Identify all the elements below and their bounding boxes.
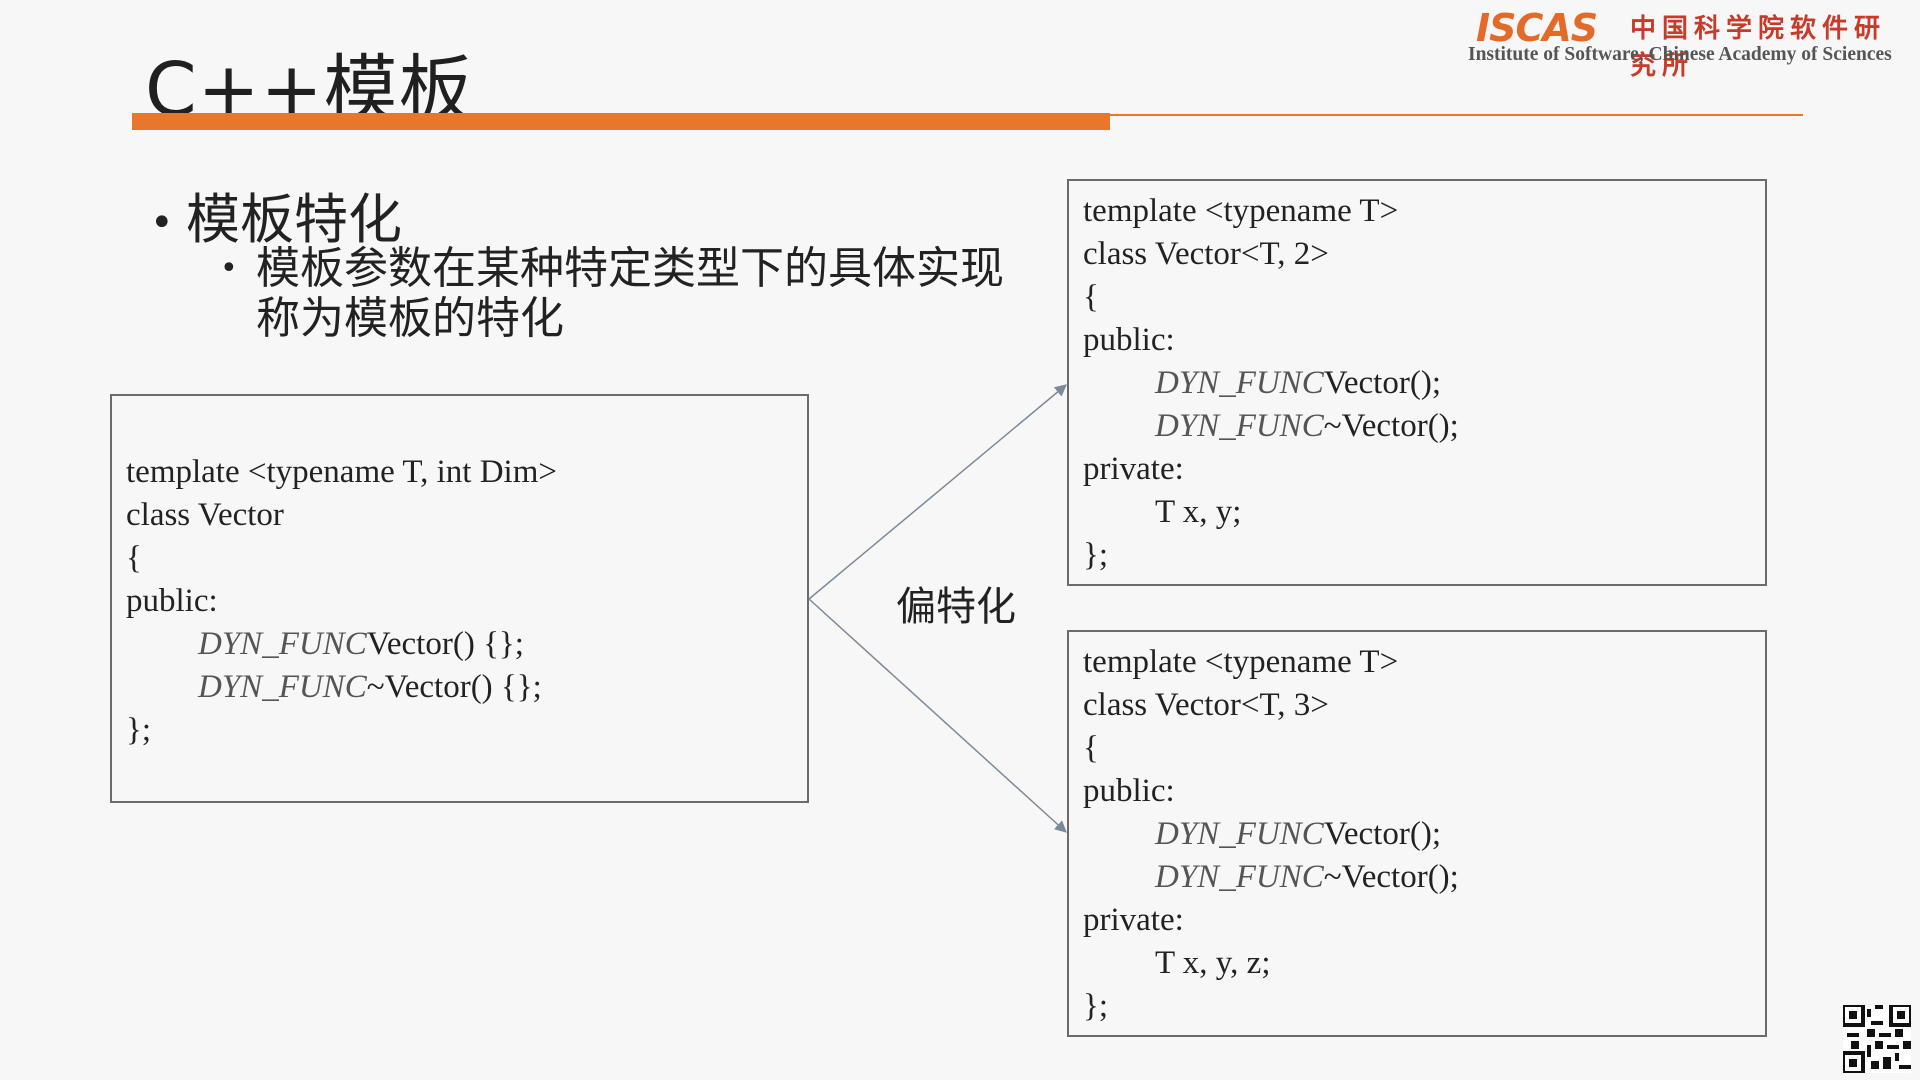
code-box-specialization-3: template <typename T> class Vector<T, 3>… [1067,630,1767,1037]
logo-mark: ISCAS [1476,6,1598,50]
code-line: public: [1083,773,1175,809]
macro-keyword: DYN_FUNC [1155,365,1324,401]
bullet-level-1: • 模板特化 [150,175,402,254]
arrow-to-spec-2 [808,384,1067,600]
code-line: DYN_FUNC~Vector(); [1155,406,1459,446]
code-line: DYN_FUNCVector() {}; [198,624,524,664]
bullet-dot: • [220,251,238,286]
logo-chinese-name: 中国科学院软件研究所 [1630,14,1887,81]
code-line: { [126,540,142,576]
code-line: class Vector [126,497,284,533]
macro-keyword: DYN_FUNC [1155,408,1324,444]
macro-keyword: DYN_FUNC [1155,859,1324,895]
code-line: }; [126,712,152,748]
code-line: }; [1083,537,1109,573]
code-text: Vector() {}; [366,626,524,662]
code-line: class Vector<T, 2> [1083,236,1329,272]
code-text: ~Vector() {}; [366,669,542,705]
macro-keyword: DYN_FUNC [198,669,367,705]
partial-specialization-label: 偏特化 [896,584,1016,630]
arrow-to-spec-3 [808,598,1067,833]
code-line: public: [126,583,218,619]
code-text: ~Vector(); [1323,408,1459,444]
title-underline-line [1110,114,1803,116]
code-line: DYN_FUNCVector(); [1155,363,1441,403]
code-line: private: [1083,451,1184,487]
macro-keyword: DYN_FUNC [198,626,367,662]
code-line: }; [1083,988,1109,1024]
logo-english-name: Institute of Software, Chinese Academy o… [1468,44,1892,65]
code-line: private: [1083,902,1184,938]
code-line: T x, y; [1155,494,1242,530]
bullet-text: 模板特化 [186,188,402,251]
code-line: DYN_FUNC~Vector() {}; [198,667,542,707]
qr-code-icon [1843,1005,1911,1073]
code-box-specialization-2: template <typename T> class Vector<T, 2>… [1067,179,1767,586]
code-line: public: [1083,322,1175,358]
bullet-text: 模板参数在某种特定类型下的具体实现称为模板的特化 [256,243,1004,344]
code-line: class Vector<T, 3> [1083,687,1329,723]
code-line: T x, y, z; [1155,945,1271,981]
code-line: DYN_FUNCVector(); [1155,814,1441,854]
bullet-dot: • [150,200,174,247]
code-line: template <typename T> [1083,644,1399,680]
code-line: template <typename T, int Dim> [126,454,557,490]
code-line: { [1083,730,1099,766]
code-text: Vector(); [1323,816,1441,852]
code-line: DYN_FUNC~Vector(); [1155,857,1459,897]
macro-keyword: DYN_FUNC [1155,816,1324,852]
code-line: { [1083,279,1099,315]
code-box-primary-template: template <typename T, int Dim> class Vec… [110,394,809,803]
code-text: ~Vector(); [1323,859,1459,895]
title-underline-bar [132,113,1110,130]
code-line: template <typename T> [1083,193,1399,229]
code-text: Vector(); [1323,365,1441,401]
iscas-logo: ISCAS 中国科学院软件研究所 Institute of Software, … [1468,6,1908,81]
